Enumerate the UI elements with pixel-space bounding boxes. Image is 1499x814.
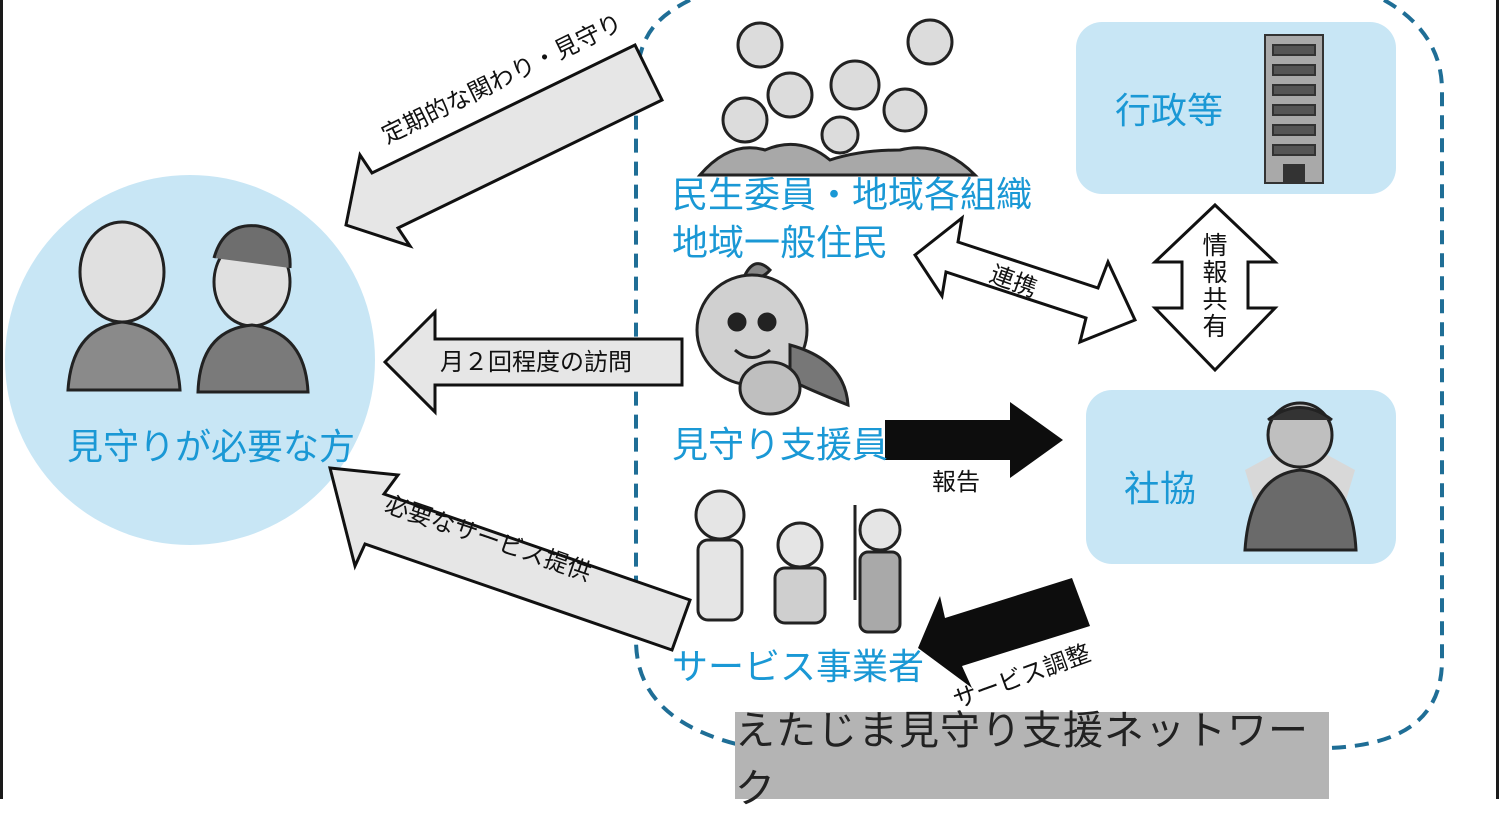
info-sharing-char: 有	[1202, 312, 1228, 341]
person-in-need-circle	[5, 175, 375, 545]
arrow-info-sharing	[1151, 202, 1279, 373]
person-in-need-label: 見守りが必要な方	[67, 427, 356, 468]
network-name-box: えたじま見守り支援ネットワーク	[735, 707, 1329, 812]
frame-left-border	[0, 0, 3, 799]
report-label: 報告	[932, 468, 980, 496]
staff-person-icon	[1243, 401, 1358, 552]
info-sharing-char: 情	[1202, 231, 1228, 260]
frame-right-border	[1496, 0, 1499, 799]
government-box	[1076, 22, 1396, 194]
monthly-visit-label: 月２回程度の訪問	[440, 348, 632, 376]
arrow-service-coordination	[918, 578, 1090, 688]
residents-label: 地域一般住民	[672, 223, 889, 264]
service-providers-label: サービス事業者	[672, 647, 925, 688]
government-label: 行政等	[1115, 91, 1224, 132]
info-sharing-char: 共	[1202, 285, 1228, 314]
arrow-regular-watch	[344, 42, 665, 249]
office-building-icon	[1264, 34, 1324, 184]
arrow-report	[885, 402, 1063, 478]
welfare-commissioners-label: 民生委員・地域各組織	[672, 175, 1033, 216]
elderly-couple-illustration	[66, 220, 310, 394]
council-label: 社協	[1124, 469, 1197, 510]
community-people-illustration	[696, 18, 979, 177]
arrow-service-provision	[328, 466, 692, 652]
arrow-monthly-visit	[382, 308, 684, 416]
network-boundary-right	[1329, 0, 1444, 750]
info-sharing-label: 情 報 共 有	[1201, 232, 1229, 340]
service-workers-illustration	[694, 489, 902, 634]
network-name: えたじま見守り支援ネットワーク	[735, 707, 1309, 812]
info-sharing-char: 報	[1202, 258, 1228, 287]
arrow-cooperation	[912, 214, 1138, 345]
mascot-supporter-illustration	[695, 262, 850, 416]
supporter-label: 見守り支援員	[672, 425, 889, 466]
